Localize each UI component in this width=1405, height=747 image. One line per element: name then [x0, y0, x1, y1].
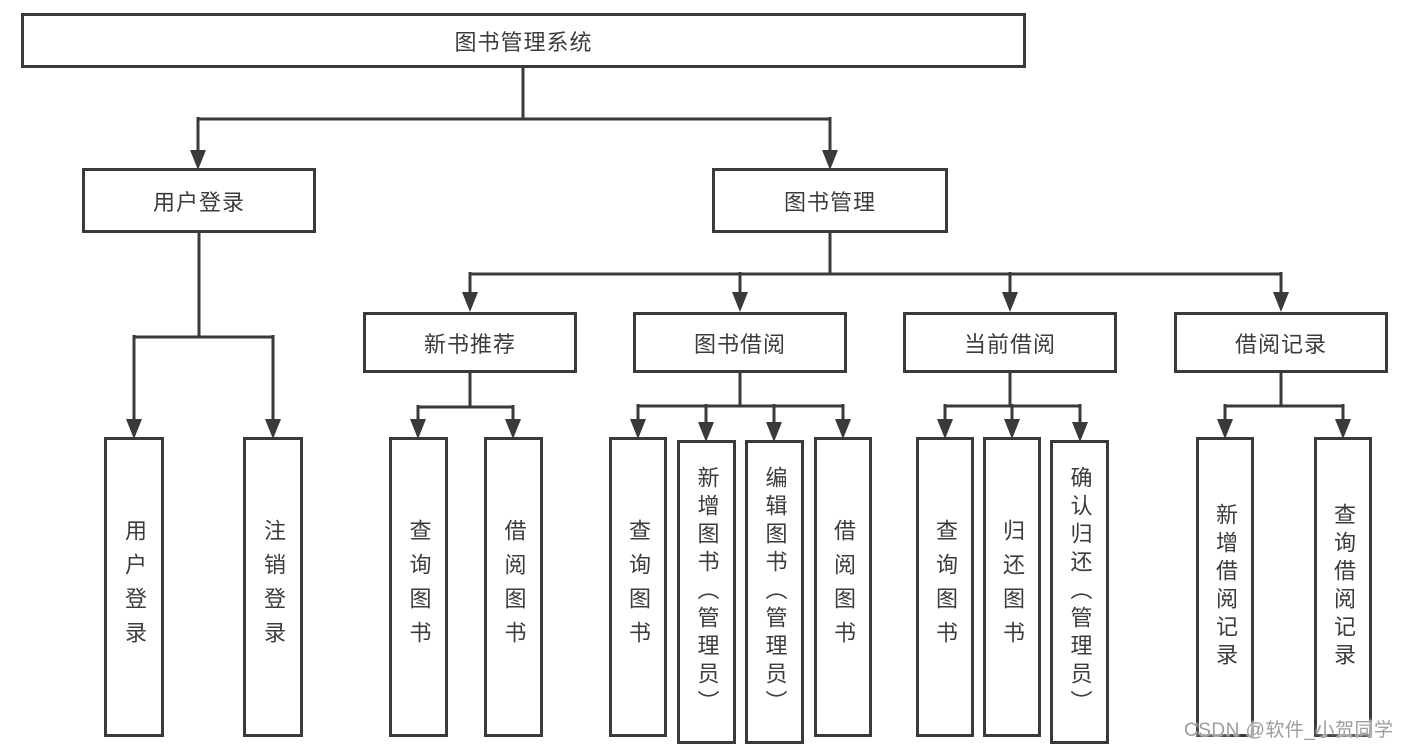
node-nbr-query-books: 查询图书: [389, 437, 448, 737]
node-cb-confirm-return-admin: 确认归还（管理员）: [1050, 440, 1109, 744]
node-bb-borrow-books-label: 借阅图书: [831, 519, 856, 655]
watermark: CSDN @软件_小贺同学: [1184, 720, 1394, 741]
node-bb-borrow-books: 借阅图书: [814, 437, 872, 737]
node-cb-query-books: 查询图书: [916, 437, 974, 737]
node-bb-edit-books-admin-label: 编辑图书（管理员）: [762, 466, 788, 718]
node-nbr-borrow-books: 借阅图书: [484, 437, 543, 737]
node-br-query-record-label: 查询借阅记录: [1331, 503, 1356, 671]
node-book-management-label: 图书管理: [783, 189, 876, 215]
node-root: 图书管理系统: [21, 13, 1026, 68]
node-br-query-record: 查询借阅记录: [1314, 437, 1372, 737]
node-user-login-leaf: 用户登录: [104, 437, 164, 737]
node-nbr-query-books-label: 查询图书: [406, 519, 432, 655]
node-cb-return-books: 归还图书: [983, 437, 1041, 737]
node-bb-query-books: 查询图书: [609, 437, 667, 737]
node-borrow-records-label: 借阅记录: [1234, 331, 1327, 357]
node-user-login: 用户登录: [82, 168, 316, 233]
node-cb-query-books-label: 查询图书: [933, 519, 958, 655]
node-new-book-recommend: 新书推荐: [363, 312, 577, 373]
node-current-borrow-label: 当前借阅: [963, 331, 1056, 357]
node-bb-add-books-admin: 新增图书（管理员）: [677, 440, 736, 744]
node-br-add-record-label: 新增借阅记录: [1213, 503, 1238, 671]
node-br-add-record: 新增借阅记录: [1196, 437, 1254, 737]
node-user-login-leaf-label: 用户登录: [122, 519, 147, 655]
node-logout-leaf: 注销登录: [243, 437, 303, 737]
node-bb-query-books-label: 查询图书: [626, 519, 651, 655]
node-root-label: 图书管理系统: [454, 29, 593, 55]
node-bb-edit-books-admin: 编辑图书（管理员）: [745, 440, 804, 744]
node-book-management: 图书管理: [712, 168, 948, 233]
node-new-book-recommend-label: 新书推荐: [423, 331, 516, 357]
node-book-borrow: 图书借阅: [633, 312, 847, 373]
node-cb-return-books-label: 归还图书: [1000, 519, 1025, 655]
node-book-borrow-label: 图书借阅: [693, 331, 786, 357]
node-borrow-records: 借阅记录: [1174, 312, 1388, 373]
node-user-login-label: 用户登录: [152, 189, 245, 215]
node-nbr-borrow-books-label: 借阅图书: [501, 519, 527, 655]
node-bb-add-books-admin-label: 新增图书（管理员）: [694, 466, 720, 718]
node-current-borrow: 当前借阅: [903, 312, 1117, 373]
node-cb-confirm-return-admin-label: 确认归还（管理员）: [1067, 466, 1093, 718]
node-logout-leaf-label: 注销登录: [261, 519, 286, 655]
